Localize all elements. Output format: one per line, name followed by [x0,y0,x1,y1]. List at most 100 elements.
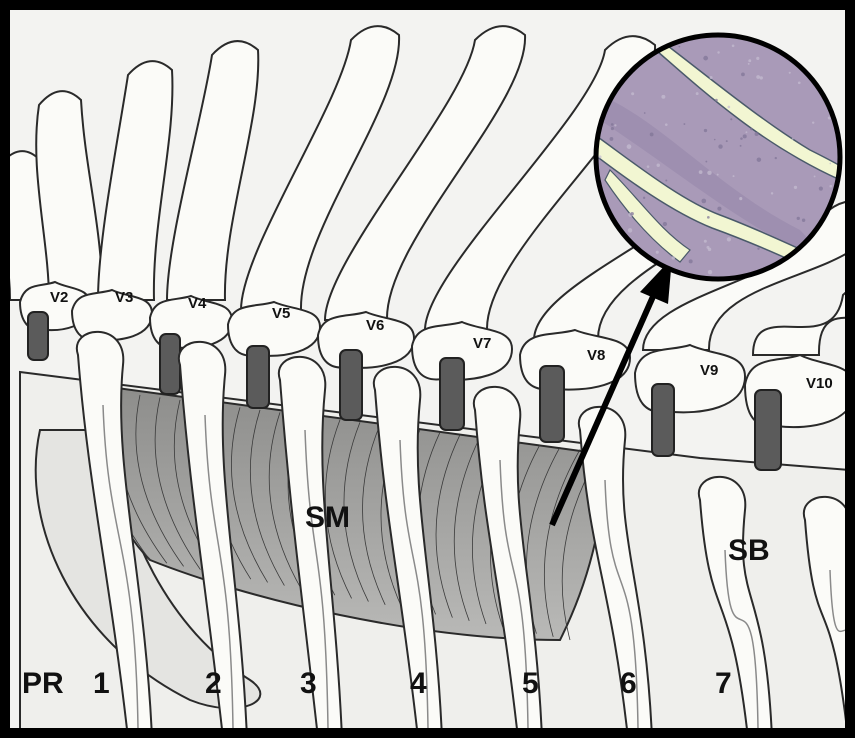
micro-speckle [705,161,707,163]
disc [755,390,781,470]
micro-speckle [798,81,801,84]
micro-speckle [704,129,707,132]
disc [340,350,362,420]
vertebra-label: V3 [115,289,133,306]
micro-speckle [717,174,719,176]
micro-speckle [757,157,762,162]
micro-speckle [707,171,711,175]
micro-speckle [794,186,797,189]
micro-speckle [631,92,634,95]
micro-speckle [727,106,730,109]
vertebra-label: V9 [700,362,718,379]
vertebra-label: V5 [272,305,290,322]
micro-speckle [740,145,742,147]
micro-speckle [789,72,791,74]
micro-speckle [701,199,706,204]
micro-speckle [802,219,805,222]
micro-speckle [714,139,716,141]
micro-speckle [748,63,750,65]
vertebra-label: V6 [366,317,384,334]
micro-speckle [703,56,708,61]
rib-number: 5 [522,667,539,700]
label-pr: PR [22,667,64,700]
micro-speckle [644,112,646,114]
micro-speckle [665,179,667,181]
micro-speckle [704,240,707,243]
micro-speckle [829,163,831,165]
micro-speckle [814,175,816,177]
micro-speckle [829,185,832,188]
micro-speckle [775,157,777,159]
micro-speckle [726,140,728,142]
micro-speckle [611,127,614,130]
micro-speckle [727,237,731,241]
micro-speckle [718,144,722,148]
rib-number: 6 [620,667,637,700]
micro-speckle [739,197,742,200]
micro-speckle [730,118,732,120]
vertebra-label: V2 [50,289,68,306]
micro-speckle [643,197,645,199]
micro-speckle [732,44,735,47]
micro-speckle [717,51,719,53]
micro-speckle [755,132,759,136]
vertebra-label: V4 [188,295,207,312]
micro-speckle [771,192,773,194]
micro-speckle [611,123,614,126]
micro-speckle [614,124,616,126]
micro-speckle [683,123,685,125]
micro-speckle [717,207,721,211]
micro-speckle [741,73,745,77]
rib-number: 4 [410,667,427,700]
micro-speckle [709,76,712,79]
micro-speckle [715,99,718,102]
micro-speckle [699,170,703,174]
micro-speckle [746,131,748,133]
rib-number: 1 [93,667,110,700]
micro-speckle [665,123,668,126]
vertebra-label: V8 [587,347,605,364]
micro-speckle [657,164,660,167]
micro-speckle [656,251,659,254]
micro-speckle [663,222,667,226]
micro-speckle [740,137,743,140]
micro-speckle [650,133,654,137]
rib-number: 7 [715,667,732,700]
micro-speckle [812,121,814,123]
label-sm: SM [305,501,350,534]
label-sb: SB [728,534,770,567]
rib-number: 2 [205,667,222,700]
disc [247,346,269,408]
micro-speckle [792,138,794,140]
micro-speckle [689,259,693,263]
micro-speckle [756,75,760,79]
micro-speckle [733,175,735,177]
micro-speckle [828,116,831,119]
rib-number: 3 [300,667,317,700]
disc [440,358,464,430]
micro-speckle [628,228,632,232]
micro-speckle [630,212,633,215]
micro-speckle [819,187,823,191]
disc [28,312,48,360]
micro-speckle [757,248,759,250]
micro-speckle [707,216,710,219]
micro-speckle [756,57,759,60]
micro-speckle [678,46,680,48]
micro-speckle [797,217,800,220]
micro-speckle [760,76,763,79]
vertebra-label: V10 [806,375,833,392]
micro-speckle [672,256,676,260]
disc [160,334,180,394]
micro-speckle [627,144,632,149]
micro-speckle [748,59,751,62]
disc [652,384,674,456]
micro-speckle [743,134,747,138]
micro-speckle [598,155,601,158]
micro-speckle [647,165,650,168]
micro-speckle [706,246,709,249]
micro-speckle [661,95,665,99]
disc [540,366,564,442]
micro-speckle [696,92,699,95]
